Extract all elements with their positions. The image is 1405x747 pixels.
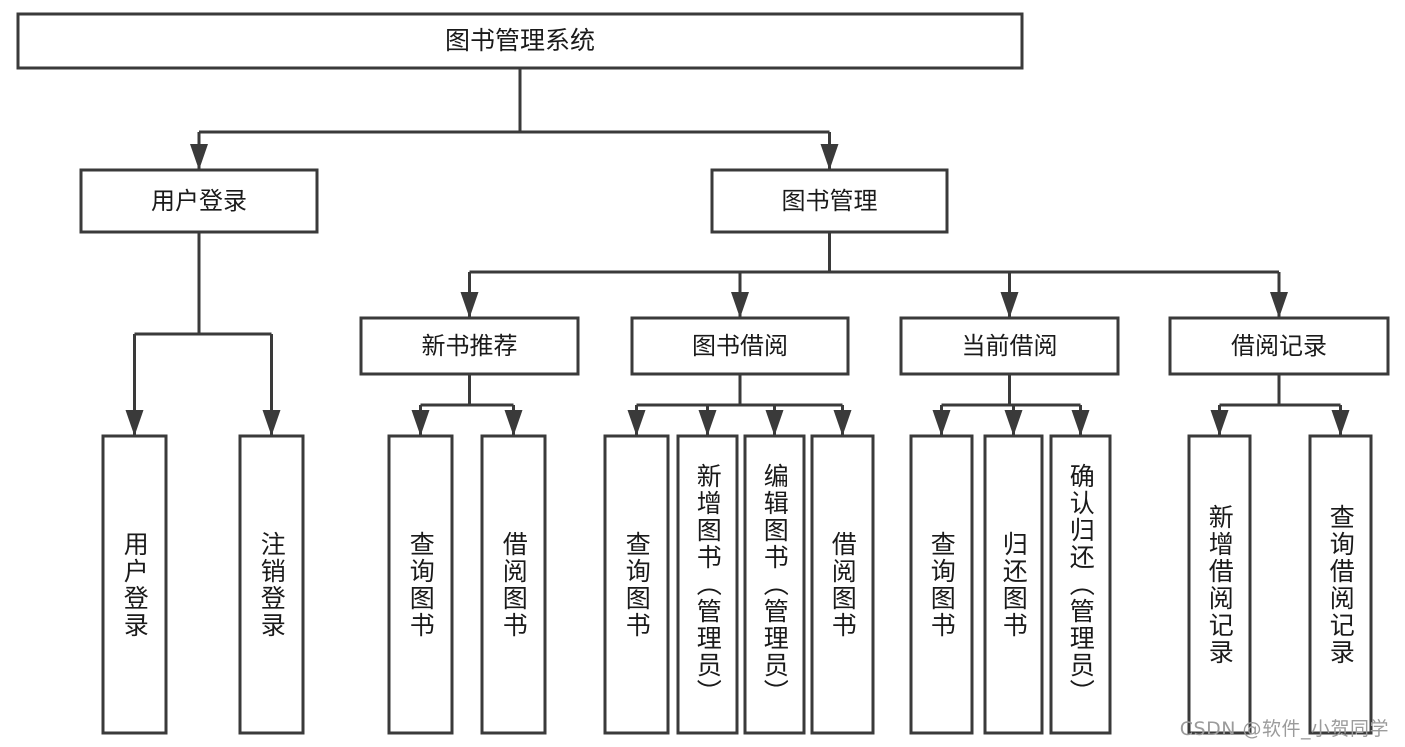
- arrow-head-icon: [460, 292, 479, 318]
- arrow-head-icon: [1004, 410, 1023, 436]
- level2-node-label: 当前借阅: [962, 332, 1058, 360]
- arrow-head-icon: [627, 410, 646, 436]
- level1-node-label: 图书管理: [782, 187, 878, 215]
- csdn-watermark: CSDN @软件_小贺同学: [1179, 718, 1389, 740]
- leaf-node-box[interactable]: [743, 434, 806, 735]
- level1-node-box[interactable]: [710, 168, 949, 234]
- leaf-node-box[interactable]: [983, 434, 1044, 735]
- leaf-node-box[interactable]: [1049, 434, 1112, 735]
- leaf-node-box[interactable]: [603, 434, 670, 735]
- level2-node-box[interactable]: [899, 316, 1120, 376]
- leaf-node-box[interactable]: [676, 434, 739, 735]
- arrow-head-icon: [262, 410, 281, 436]
- arrow-head-icon: [1331, 410, 1350, 436]
- leaf-node-box[interactable]: [387, 434, 454, 735]
- arrow-head-icon: [833, 410, 852, 436]
- level2-node-box[interactable]: [630, 316, 850, 376]
- arrow-head-icon: [125, 410, 144, 436]
- level2-node-box[interactable]: [1168, 316, 1390, 376]
- leaf-node-box[interactable]: [480, 434, 547, 735]
- arrow-head-icon: [698, 410, 717, 436]
- leaf-node-box[interactable]: [810, 434, 875, 735]
- level2-node-box[interactable]: [359, 316, 580, 376]
- arrow-head-icon: [1270, 292, 1288, 318]
- leaf-node-box[interactable]: [238, 434, 305, 735]
- leaf-node-box[interactable]: [909, 434, 974, 735]
- leaf-node-box[interactable]: [1308, 434, 1373, 735]
- arrow-head-icon: [504, 410, 523, 436]
- level2-node-label: 新书推荐: [422, 332, 518, 360]
- arrow-head-icon: [1000, 292, 1019, 318]
- node-box-layer: [16, 12, 1390, 735]
- arrow-head-icon: [1210, 410, 1229, 436]
- connector-layer: [125, 68, 1350, 436]
- level1-node-box[interactable]: [79, 168, 319, 234]
- level2-node-label: 借阅记录: [1231, 332, 1327, 360]
- leaf-node-box[interactable]: [101, 434, 168, 735]
- level2-node-label: 图书借阅: [692, 332, 788, 360]
- arrow-head-icon: [765, 410, 784, 436]
- arrow-head-icon: [190, 144, 208, 170]
- arrow-head-icon: [731, 292, 749, 318]
- root-node-box[interactable]: [16, 12, 1024, 70]
- arrow-head-icon: [411, 410, 430, 436]
- arrow-head-icon: [932, 410, 951, 436]
- arrow-head-icon: [1071, 410, 1090, 436]
- leaf-node-box[interactable]: [1187, 434, 1252, 735]
- level1-node-label: 用户登录: [151, 187, 247, 215]
- root-node-label: 图书管理系统: [445, 26, 595, 55]
- arrow-head-icon: [820, 144, 839, 170]
